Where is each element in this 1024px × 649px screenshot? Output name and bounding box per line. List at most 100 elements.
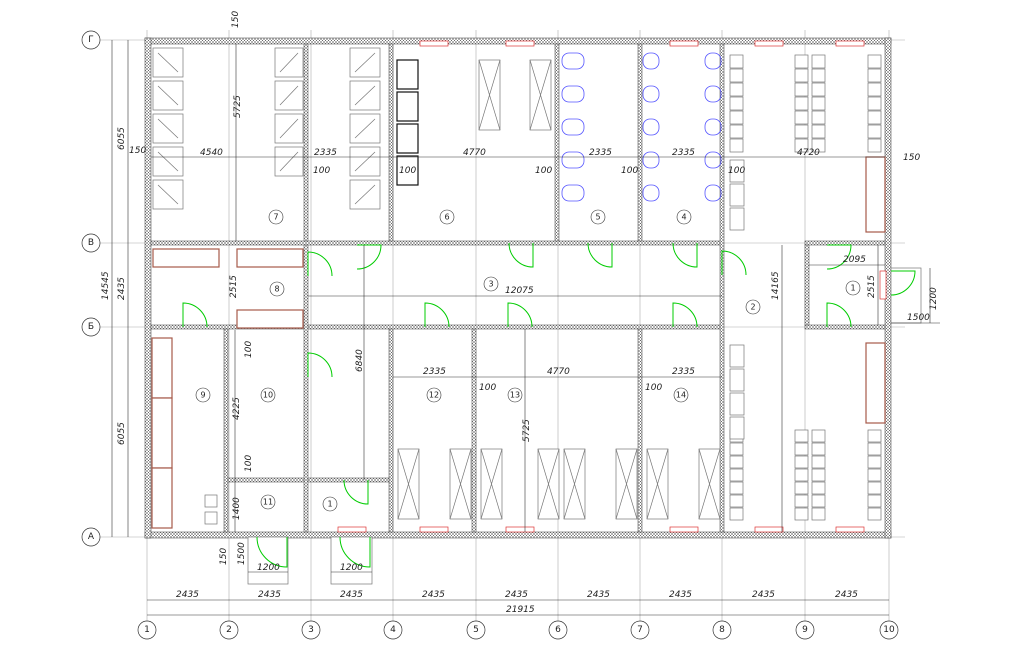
room-number: 12	[429, 391, 439, 400]
axis-label-row: А	[88, 532, 95, 542]
toilet-icon	[561, 52, 585, 70]
room-number-circle	[507, 387, 523, 403]
locker-icon	[396, 91, 419, 122]
toilet-icon	[561, 151, 585, 169]
room-number: 2	[750, 303, 755, 312]
cabinet-icon	[563, 448, 586, 520]
dim-1500-bottom: 1500	[237, 542, 247, 565]
dim-porch-1200-a: 1200	[257, 563, 280, 573]
axis-bubble	[466, 620, 486, 640]
dim-corridor-12075: 12075	[505, 286, 534, 296]
cabinet-icon	[537, 448, 560, 520]
room-number: 1	[327, 500, 332, 509]
heater-icon	[337, 526, 367, 533]
door-icon	[256, 536, 288, 568]
dim-2515: 2515	[229, 275, 239, 298]
seat-icon	[811, 138, 826, 153]
seat-icon	[867, 455, 882, 469]
room-number-circle	[426, 387, 442, 403]
seat-icon	[811, 124, 826, 139]
axis-bubble	[301, 620, 321, 640]
seat-icon	[729, 159, 745, 183]
dim-100-c: 100	[535, 166, 552, 176]
seat-icon	[794, 110, 809, 125]
axis-label-col: 4	[390, 625, 396, 635]
porch-icon	[330, 536, 373, 585]
axis-bubble	[879, 620, 899, 640]
axis-label-col: 5	[473, 625, 479, 635]
shower-cabin-icon	[354, 85, 376, 106]
toilet-icon	[561, 118, 585, 136]
dim-bay-5: 2435	[505, 590, 528, 600]
bench-icon	[865, 342, 886, 424]
seat-icon	[811, 96, 826, 111]
room-number: 13	[510, 391, 520, 400]
axis-bubble	[81, 527, 101, 547]
door-icon	[307, 352, 333, 378]
heater-icon	[754, 40, 784, 47]
dim-100-h: 100	[479, 383, 496, 393]
room-number-circle	[676, 209, 692, 225]
seat-icon	[729, 455, 744, 469]
axis-bubble	[712, 620, 732, 640]
shower-cabin-icon	[157, 52, 179, 73]
seat-icon	[794, 68, 809, 83]
seat-icon	[729, 207, 745, 231]
seat-icon	[729, 183, 745, 207]
porch-icon	[890, 267, 922, 324]
room-number-circle	[322, 496, 338, 512]
door-icon	[672, 242, 698, 268]
sink-icon	[642, 151, 660, 169]
axis-label-row: Г	[88, 35, 94, 45]
sink-icon	[642, 118, 660, 136]
door-icon	[356, 244, 382, 270]
seat-icon	[794, 54, 809, 69]
seat-icon	[867, 507, 882, 521]
heater-icon	[419, 40, 449, 47]
shower-cabin-icon	[157, 85, 179, 106]
seat-icon	[867, 442, 882, 456]
heater-icon	[669, 526, 699, 533]
seat-icon	[794, 507, 809, 521]
door-icon	[587, 242, 613, 268]
shower-cabin-icon	[279, 85, 299, 106]
dim-left-2435: 2435	[117, 277, 127, 300]
heater-icon	[505, 40, 535, 47]
seat-icon	[794, 124, 809, 139]
seat-icon	[729, 54, 744, 69]
seat-icon	[794, 468, 809, 482]
cabinet-icon	[397, 448, 420, 520]
sink-icon	[642, 85, 660, 103]
dim-left-6055-top: 6055	[117, 127, 127, 150]
bench-icon	[151, 337, 173, 399]
sink-icon	[642, 52, 660, 70]
dim-2335-b: 2335	[589, 148, 612, 158]
axis-bubble	[81, 317, 101, 337]
shower-cabin-icon	[152, 146, 184, 177]
dim-overall-depth: 14545	[101, 271, 111, 300]
seat-icon	[729, 368, 745, 392]
door-icon	[182, 302, 208, 328]
seat-icon	[811, 110, 826, 125]
shower-cabin-icon	[274, 47, 304, 78]
sink-icon	[704, 52, 722, 70]
seat-icon	[867, 494, 882, 508]
room-number: 8	[274, 285, 279, 294]
seat-icon	[811, 429, 826, 443]
room-number: 1	[850, 284, 855, 293]
room-number: 14	[676, 391, 686, 400]
heater-icon	[505, 526, 535, 533]
axis-label-col: 9	[802, 625, 808, 635]
axis-bubble	[81, 30, 101, 50]
dim-2335-e: 2335	[672, 367, 695, 377]
axis-label-col: 8	[719, 625, 725, 635]
cabinet-icon	[478, 59, 501, 131]
seat-icon	[729, 442, 744, 456]
seat-icon	[729, 82, 744, 97]
seat-icon	[729, 416, 745, 440]
heater-icon	[754, 526, 784, 533]
bench-icon	[151, 397, 173, 469]
shower-cabin-icon	[279, 151, 299, 172]
room-number-circle	[269, 281, 285, 297]
room-number: 11	[263, 498, 273, 507]
